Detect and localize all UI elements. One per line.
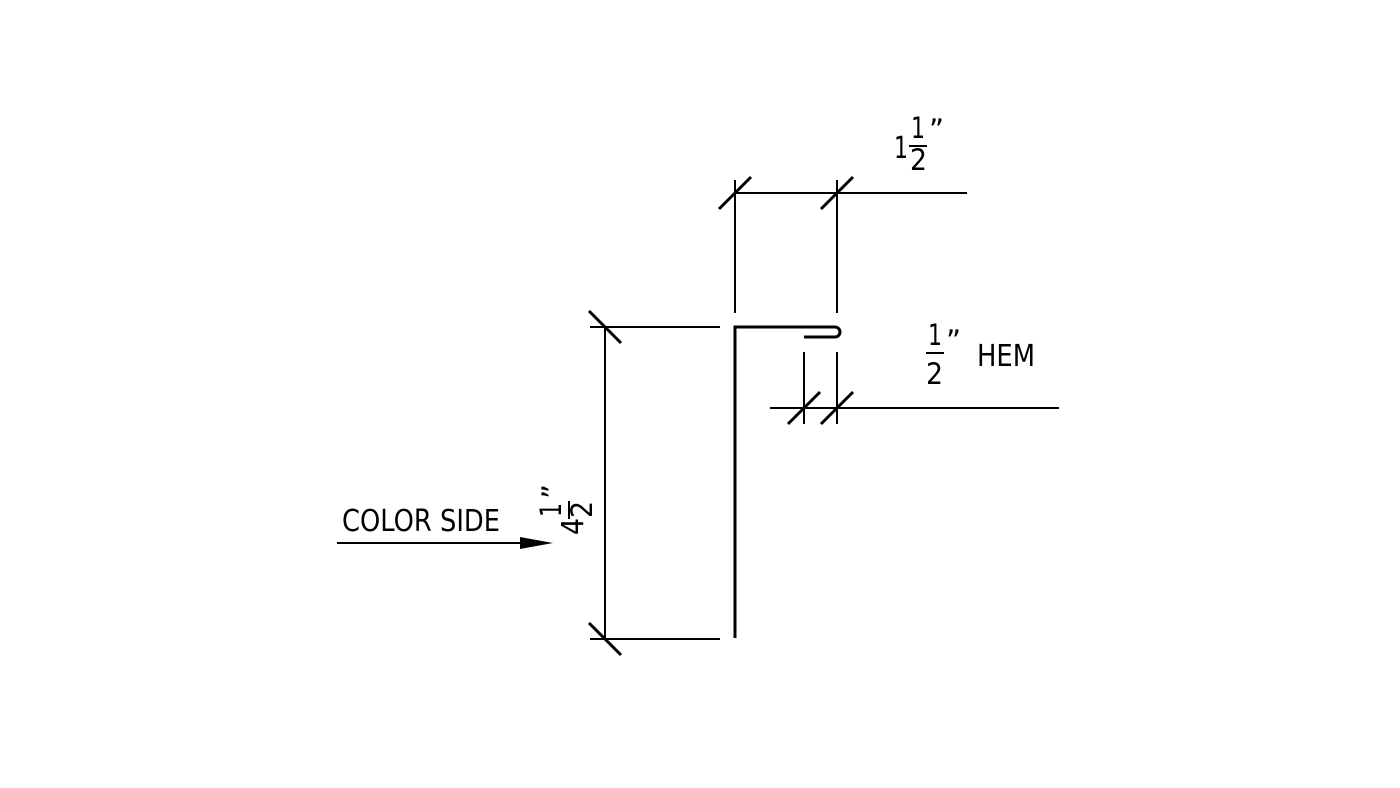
height-label: 4 1 2 ” — [534, 484, 599, 535]
hem-label-denominator: 2 — [926, 357, 943, 391]
hem-label-numerator: 1 — [928, 318, 942, 352]
arrow-head — [520, 537, 553, 549]
width-tick-left — [717, 175, 753, 211]
hem-label: 1 2 ” HEM — [926, 318, 1035, 391]
width-label: 1 1 2 ” — [894, 111, 944, 177]
width-label-numerator: 1 — [911, 111, 925, 145]
color-side-arrow — [337, 537, 553, 549]
width-label-inch-mark: ” — [929, 113, 944, 147]
height-tick-top — [587, 309, 623, 345]
height-label-inch-mark: ” — [536, 484, 570, 499]
hem-tick-right — [819, 390, 855, 426]
width-label-denominator: 2 — [910, 143, 927, 177]
width-tick-right — [819, 175, 855, 211]
flashing-profile — [733, 325, 842, 638]
hem-dimension — [770, 352, 1059, 426]
hem-label-inch-mark: ” — [946, 324, 961, 358]
height-label-denominator: 2 — [565, 501, 599, 518]
hem-return — [804, 325, 842, 339]
height-label-numerator: 1 — [534, 503, 568, 517]
height-dimension — [587, 309, 720, 657]
width-label-whole: 1 — [894, 131, 908, 166]
height-tick-bottom — [587, 621, 623, 657]
height-label-whole: 4 — [556, 518, 591, 535]
color-side-label: COLOR SIDE — [342, 504, 500, 539]
hem-tick-left — [786, 390, 822, 426]
width-dimension — [717, 175, 967, 313]
hem-label-text: HEM — [977, 339, 1035, 374]
profile-leg-and-flange — [733, 325, 835, 638]
